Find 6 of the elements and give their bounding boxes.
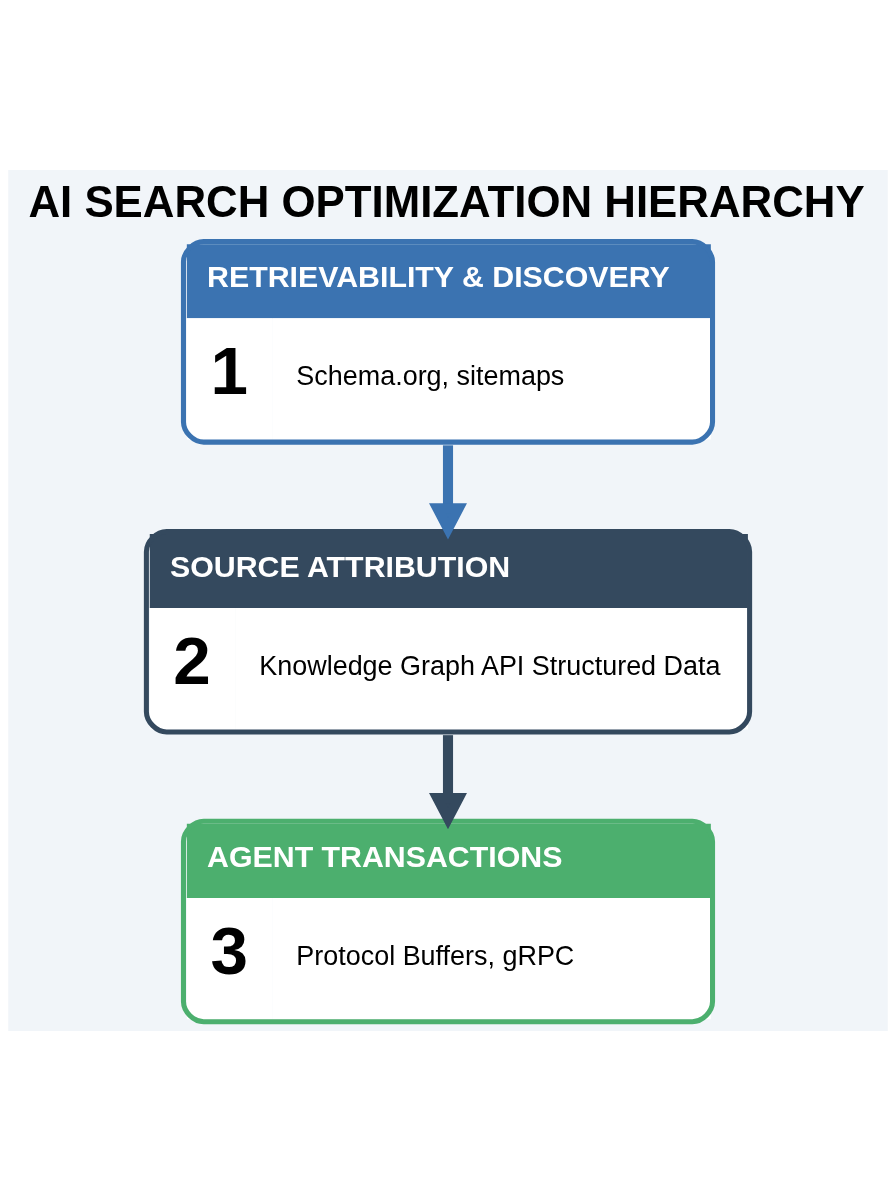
node-box: AGENT TRANSACTIONS 3 Protocol Buffers, gRPC — [180, 818, 716, 1024]
arrow — [429, 444, 467, 539]
arrow — [429, 734, 467, 829]
node-box: RETRIEVABILITY & DISCOVERY 1 Schema.org, sitemaps — [180, 238, 716, 445]
diagram-title: AI SEARCH OPTIMIZATION HIERARCHY — [28, 176, 865, 226]
node-box: SOURCE ATTRIBUTION 2 Knowledge Graph API Structured Data — [143, 528, 753, 734]
